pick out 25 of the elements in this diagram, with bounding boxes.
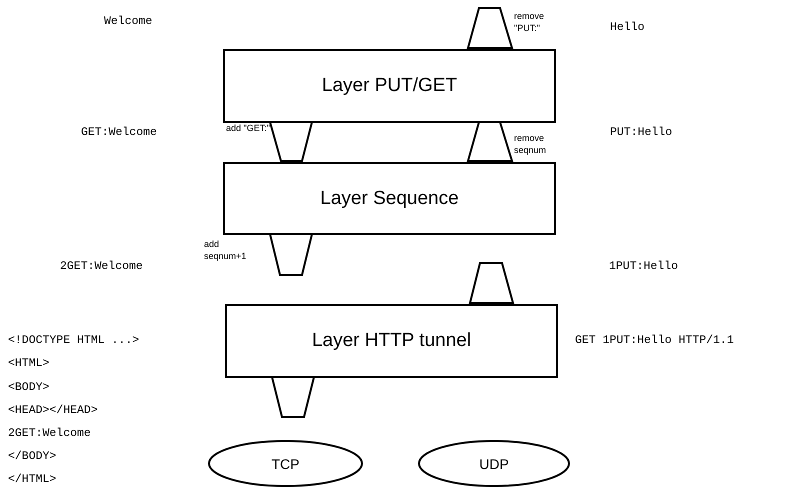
layer-name: TCP: [272, 456, 300, 472]
message-text: PUT:Hello: [610, 126, 672, 139]
html-line: </HTML>: [8, 473, 56, 486]
http-request-line: GET 1PUT:Hello HTTP/1.1: [575, 334, 734, 347]
html-line: <HTML>: [8, 357, 50, 370]
html-line: 2GET:Welcome: [8, 427, 91, 440]
message-text: 1PUT:Hello: [609, 260, 678, 273]
html-line: <!DOCTYPE HTML ...>: [8, 334, 140, 347]
layer-name: Layer Sequence: [320, 188, 459, 210]
message-text: GET:Welcome: [81, 126, 157, 139]
transform-note: remove "PUT:": [514, 10, 546, 34]
html-line: <BODY>: [8, 381, 50, 394]
transform-note: remove seqnum: [514, 132, 548, 156]
message-text: Hello: [610, 21, 645, 34]
layer-name: UDP: [479, 456, 509, 472]
html-line: </BODY>: [8, 450, 56, 463]
html-line: <HEAD></HEAD>: [8, 404, 98, 417]
transform-note: add seqnum+1: [204, 238, 248, 262]
protocol-ellipse: [208, 440, 363, 487]
layer-name: Layer HTTP tunnel: [312, 330, 472, 352]
message-text: Welcome: [104, 15, 152, 28]
protocol-ellipse: [418, 440, 570, 487]
layer-name: Layer PUT/GET: [322, 75, 458, 97]
message-text: 2GET:Welcome: [60, 260, 143, 273]
transform-note: add "GET:": [226, 122, 271, 134]
